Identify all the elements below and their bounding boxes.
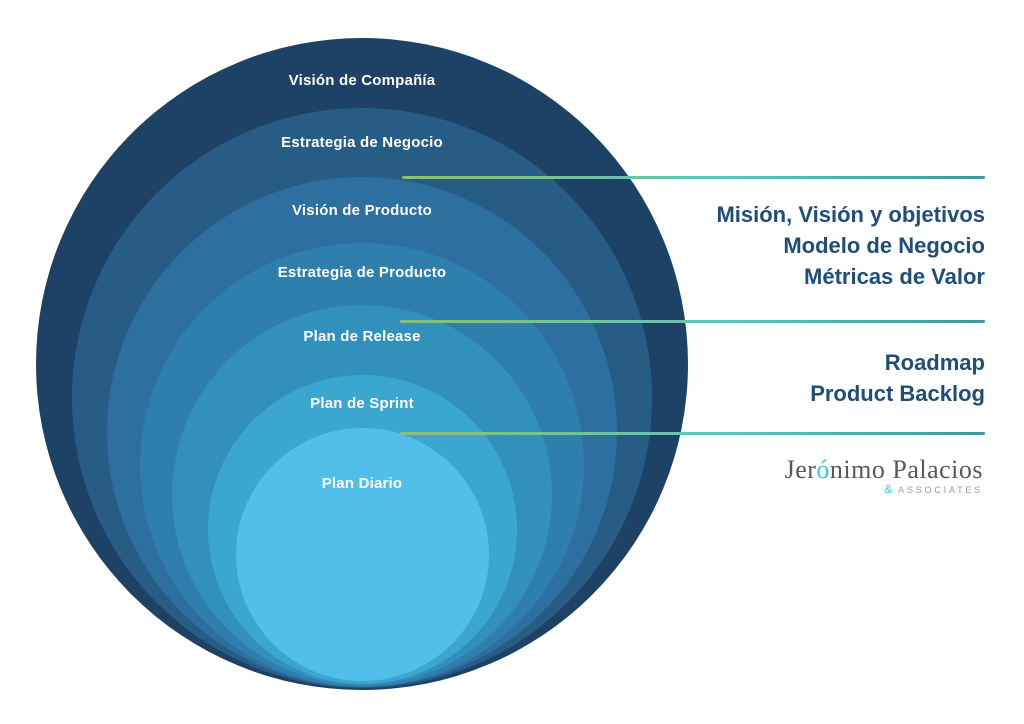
annotation-line: Modelo de Negocio xyxy=(783,233,985,258)
connector-line-3 xyxy=(400,432,985,435)
annotation-line: Métricas de Valor xyxy=(804,264,985,289)
brand-ampersand: & xyxy=(884,482,894,496)
annotation-line: Roadmap xyxy=(884,350,985,375)
brand-name-suffix: nimo Palacios xyxy=(829,455,983,484)
ring-label-estrategia-de-negocio: Estrategia de Negocio xyxy=(281,134,443,151)
ring-label-plan-diario: Plan Diario xyxy=(321,475,403,492)
ring-label-estrategia-de-producto: Estrategia de Producto xyxy=(277,264,447,281)
annotation-line: Product Backlog xyxy=(810,381,985,406)
ring-plan-diario xyxy=(236,428,489,681)
ring-label-vision-de-producto: Visión de Producto xyxy=(291,202,433,219)
annotation-block-roadmap: Roadmap Product Backlog xyxy=(810,347,985,409)
brand-logo: Jerónimo Palacios & ASSOCIATES xyxy=(785,456,983,497)
connector-line-2 xyxy=(400,320,985,323)
brand-name-accent: ó xyxy=(816,455,830,484)
connector-line-1 xyxy=(402,176,985,179)
ring-label-plan-de-release: Plan de Release xyxy=(303,328,421,345)
ring-label-plan-de-sprint: Plan de Sprint xyxy=(310,395,414,412)
brand-logo-subtitle: & ASSOCIATES xyxy=(785,482,983,496)
brand-name-prefix: Jer xyxy=(784,455,817,484)
brand-associates: ASSOCIATES xyxy=(898,485,983,495)
ring-label-vision-de-compania: Visión de Compañía xyxy=(288,72,436,89)
annotation-line: Misión, Visión y objetivos xyxy=(716,202,985,227)
brand-logo-name: Jerónimo Palacios xyxy=(785,456,983,484)
annotation-block-strategy: Misión, Visión y objetivos Modelo de Neg… xyxy=(716,199,985,292)
